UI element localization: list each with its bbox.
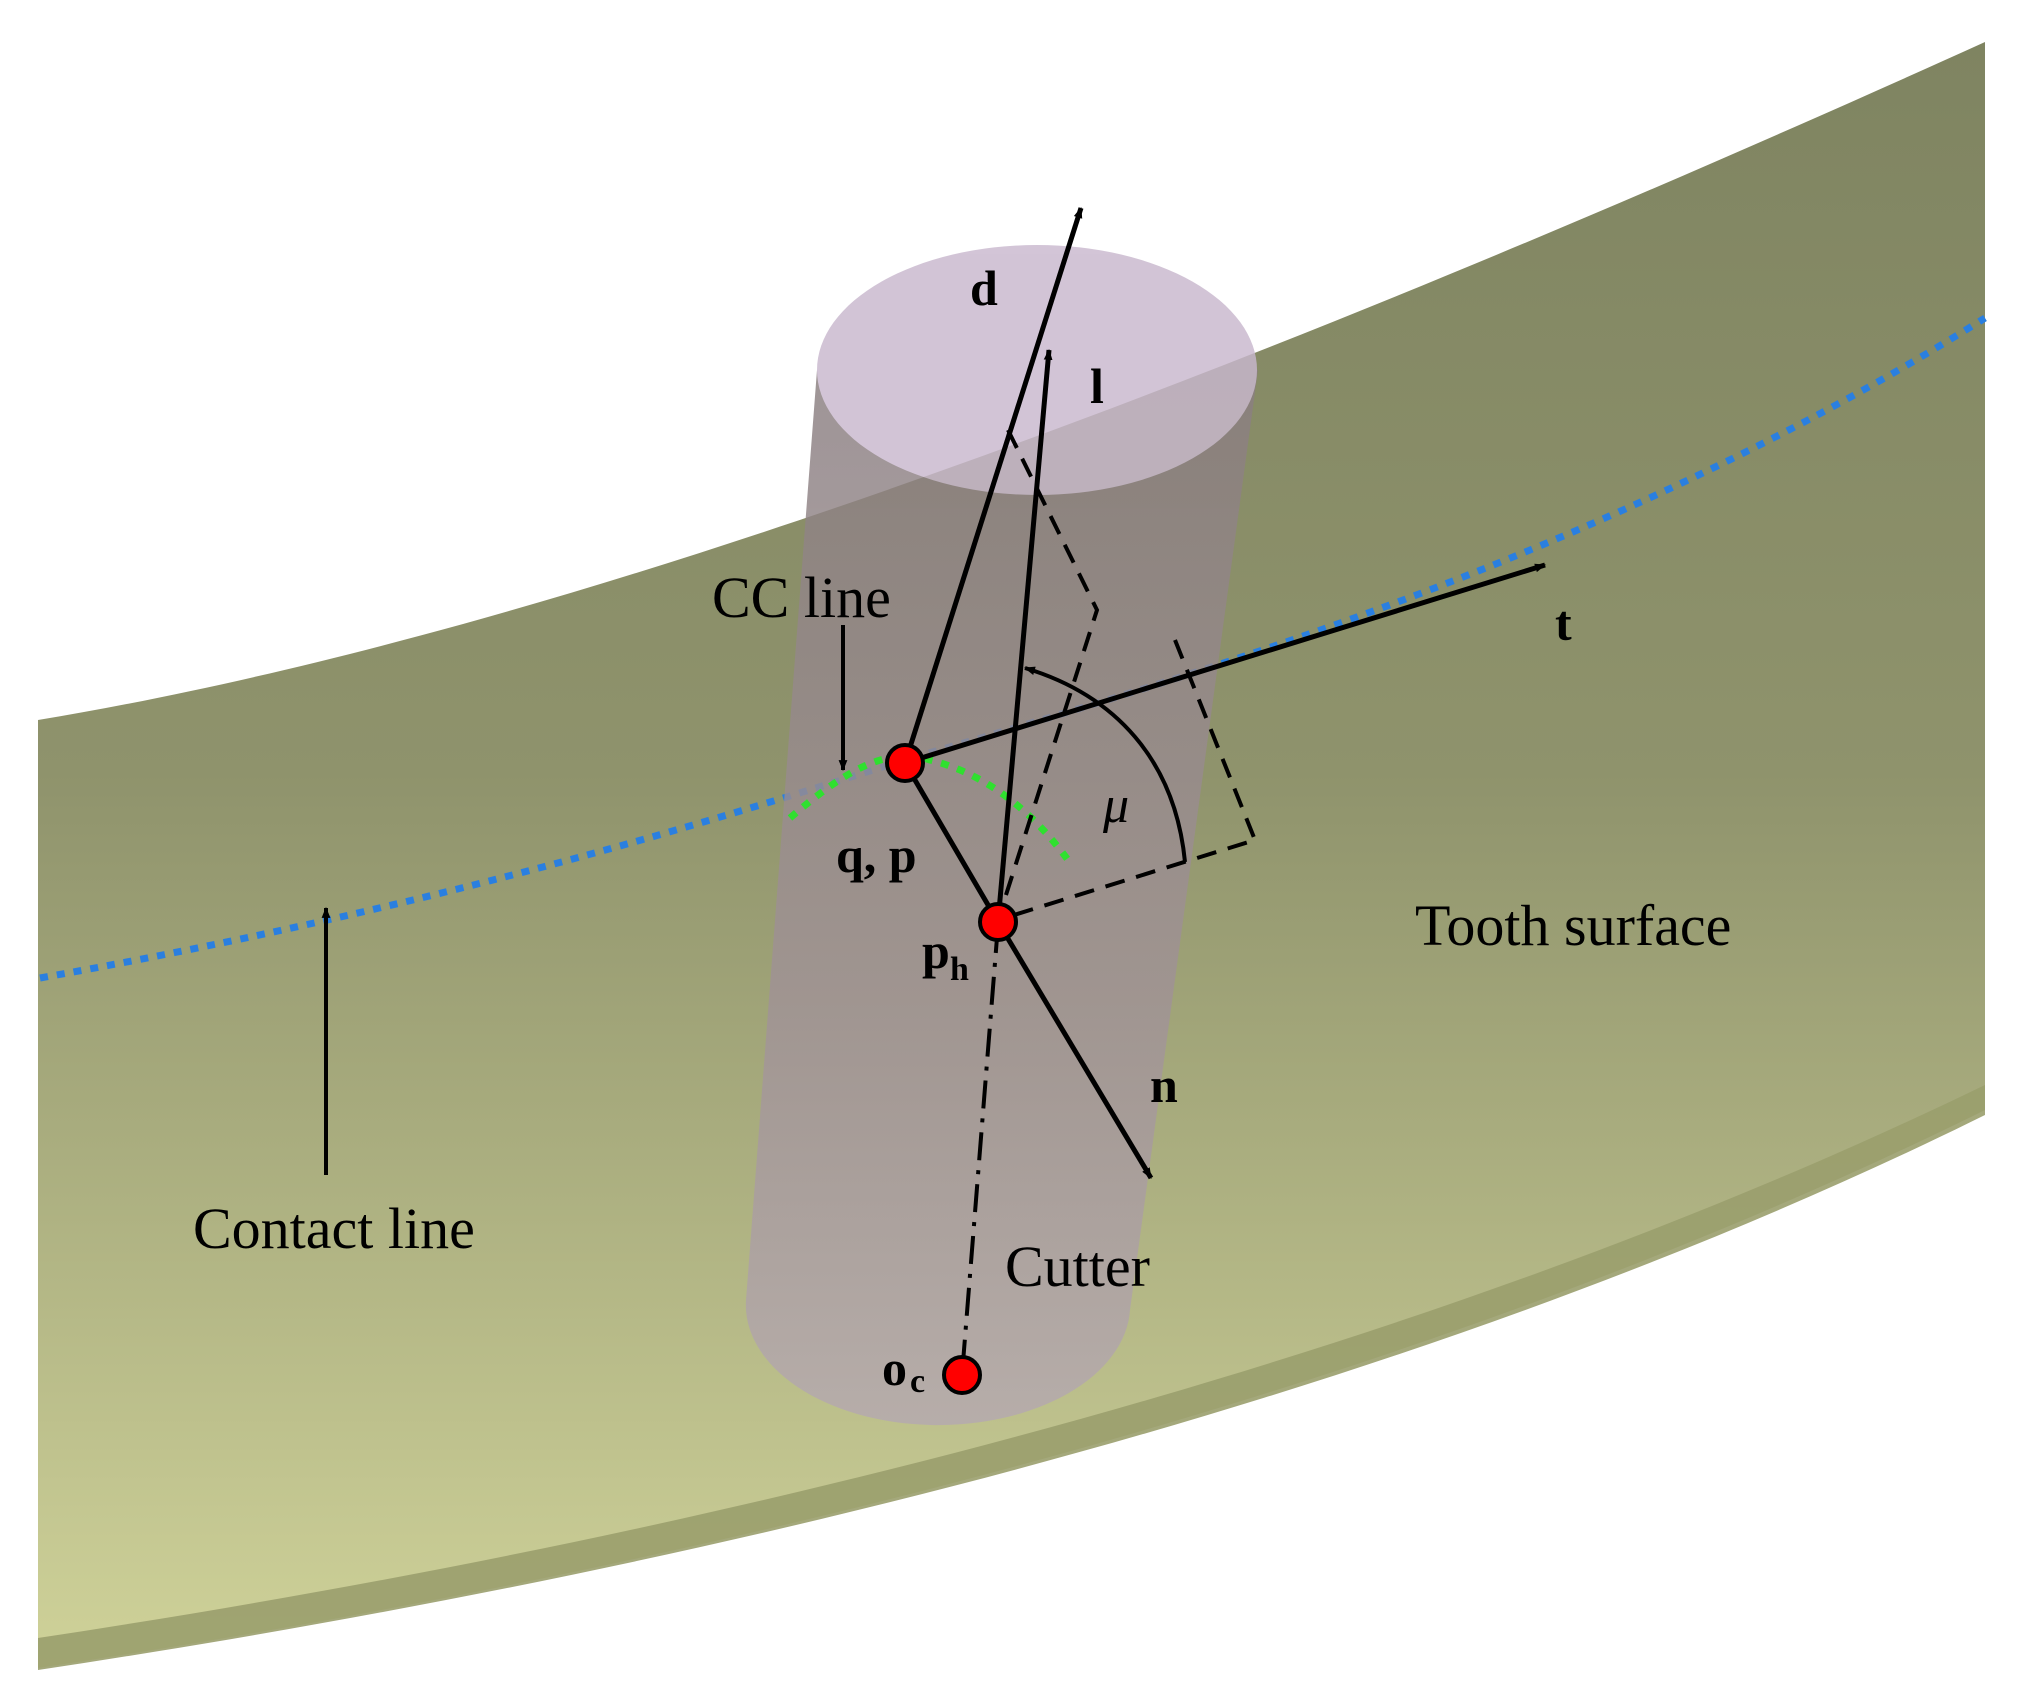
point-q-p-label: q, p bbox=[836, 827, 917, 883]
vector-l-label: l bbox=[1090, 358, 1104, 414]
cc-line-label: CC line bbox=[712, 565, 891, 630]
mu-angle-label: μ bbox=[1102, 777, 1129, 834]
point-oc-label-sub: c bbox=[910, 1363, 925, 1400]
point-oc-label: o c bbox=[882, 1340, 925, 1400]
contact-line bbox=[39, 315, 1987, 982]
vector-d-arrow bbox=[902, 206, 1084, 764]
tooth-surface-label: Tooth surface bbox=[1415, 893, 1731, 958]
point-ph-label-sub: h bbox=[950, 951, 969, 988]
tooth-surface-edge bbox=[38, 1085, 1985, 1670]
mu-angle-arc bbox=[1023, 666, 1187, 863]
cutter-axis bbox=[960, 924, 1000, 1376]
cutter-label: Cutter bbox=[1005, 1234, 1150, 1299]
vector-t-arrow bbox=[904, 562, 1547, 766]
point-ph bbox=[978, 902, 1018, 942]
contact-line-label: Contact line bbox=[193, 1196, 475, 1261]
segment-q-ph bbox=[902, 761, 1001, 924]
points bbox=[885, 743, 1018, 1395]
vector-l-arrow bbox=[995, 348, 1053, 923]
point-oc-label-base: o bbox=[882, 1340, 907, 1396]
vector-n-arrow bbox=[995, 920, 1154, 1180]
vectors bbox=[902, 206, 1547, 1180]
vector-t-label: t bbox=[1555, 595, 1572, 651]
point-ph-label-base: p bbox=[922, 923, 950, 979]
dashed-projection-angle bbox=[997, 639, 1258, 922]
point-ph-label: p h bbox=[922, 923, 969, 988]
point-oc bbox=[942, 1355, 982, 1395]
vector-n-label: n bbox=[1150, 1057, 1178, 1113]
cc-line bbox=[787, 752, 1071, 863]
point-q-p bbox=[885, 743, 925, 783]
vector-d-label: d bbox=[970, 260, 998, 316]
cutter-top-face bbox=[817, 245, 1257, 495]
